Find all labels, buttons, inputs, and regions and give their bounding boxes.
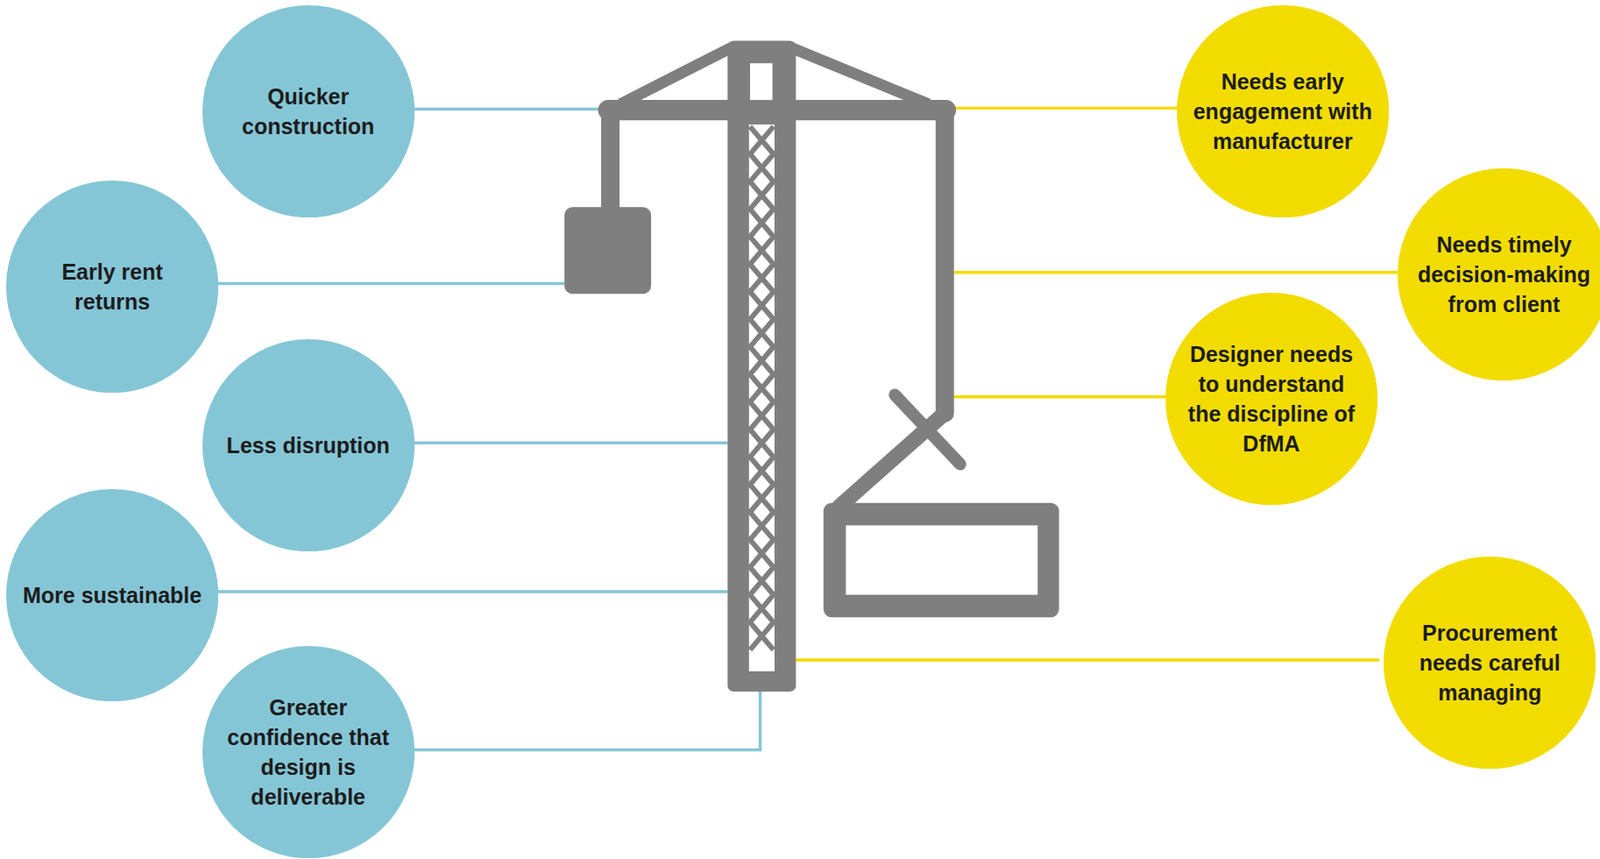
hook-cross <box>894 394 960 464</box>
circle-node: Greater confidence that design is delive… <box>202 645 415 858</box>
node-text: Needs timely decision-making from client <box>1414 229 1594 319</box>
circle-fill <box>202 5 415 218</box>
node-text: Quicker construction <box>218 81 398 142</box>
circle-node: Designer needs to understand the discipl… <box>1165 292 1378 505</box>
circle-shape <box>6 180 219 393</box>
mast-lattice <box>750 126 774 650</box>
node-text: Needs early engagement with manufacturer <box>1192 66 1373 156</box>
node-text: Early rent returns <box>22 256 203 317</box>
circle-fill <box>1397 168 1600 381</box>
leader-line <box>217 282 565 285</box>
circle-shape <box>202 645 415 858</box>
mast-lattice <box>749 124 775 672</box>
leader-line <box>413 440 728 444</box>
leader-line <box>413 689 761 751</box>
leader-line <box>954 270 1403 274</box>
circle-node: More sustainable <box>6 488 219 701</box>
circle-fill <box>1383 556 1596 769</box>
circle-shape <box>1165 292 1378 505</box>
node-text: Greater confidence that design is delive… <box>218 692 398 812</box>
leader-line <box>217 589 728 593</box>
node-text: Less disruption <box>218 430 398 461</box>
circle-node: Less disruption <box>202 339 415 552</box>
node-text: Designer needs to understand the discipl… <box>1182 339 1362 459</box>
circle-fill <box>6 488 219 701</box>
circle-fill <box>6 180 219 393</box>
leader-line <box>413 107 605 111</box>
counterweight <box>564 206 652 294</box>
circle-fill <box>202 645 415 858</box>
counterweight-cable <box>601 110 620 215</box>
load-box-inner <box>845 524 1038 595</box>
node-text: More sustainable <box>22 580 203 610</box>
circle-fill <box>1176 5 1389 218</box>
leader-line <box>954 106 1179 110</box>
leader-line <box>954 395 1167 398</box>
circle-node: Early rent returns <box>6 180 219 393</box>
hoist-cable <box>935 110 955 414</box>
node-text: Procurement needs careful managing <box>1400 617 1580 708</box>
load-box <box>823 502 1060 617</box>
leader-line <box>795 658 1380 661</box>
circle-node: Needs timely decision-making from client <box>1397 168 1600 381</box>
circle-shape <box>202 5 415 218</box>
mast-slot <box>750 63 773 100</box>
circle-fill <box>202 339 415 552</box>
circle-node: Needs early engagement with manufacturer <box>1176 5 1389 218</box>
circle-fill <box>1165 292 1378 505</box>
crane-mast <box>727 41 796 693</box>
mast-lattice <box>750 126 774 650</box>
circle-node: Procurement needs careful managing <box>1383 556 1596 769</box>
circle-node: Quicker construction <box>202 5 415 218</box>
